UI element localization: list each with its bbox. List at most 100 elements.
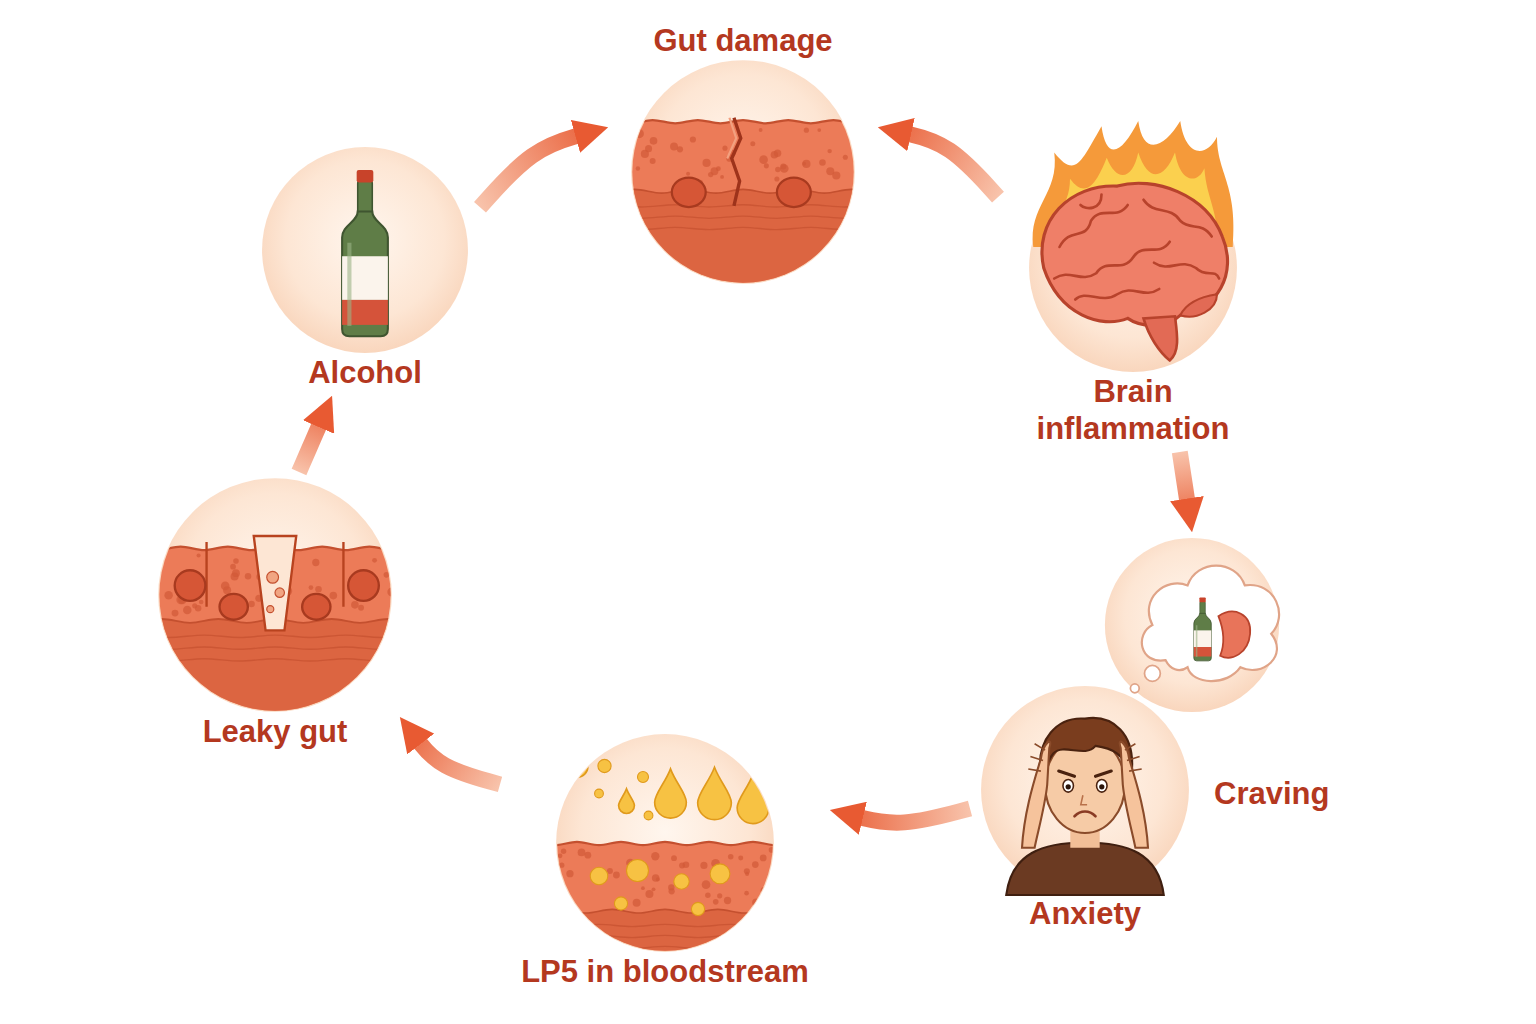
tissue-speckle — [671, 855, 677, 861]
illustrated-node: Brain inflammation — [1003, 163, 1263, 447]
tissue-speckle — [780, 163, 786, 169]
tissue-fiber — [533, 933, 797, 937]
illustrated-node: Gut damage — [613, 22, 873, 285]
droplet — [698, 767, 732, 819]
tissue-layer — [607, 117, 878, 308]
tissue-speckle — [315, 586, 322, 593]
illustration-art — [1130, 566, 1279, 693]
node-illustration — [1104, 537, 1280, 713]
tissue-speckle — [384, 572, 390, 578]
tissue-speckle — [199, 600, 204, 605]
tissue-speckle — [351, 601, 359, 609]
tissue-speckle — [745, 872, 749, 876]
tissue-speckle — [780, 164, 789, 173]
tissue-speckle — [231, 572, 239, 580]
tissue-speckle — [769, 847, 775, 853]
tissue-speckle — [197, 553, 201, 557]
lps-particle — [644, 811, 653, 820]
node-label: LP5 in bloodstream — [505, 953, 825, 990]
tissue-speckle — [724, 897, 731, 904]
leak-particle — [267, 606, 274, 613]
tissue-speckle — [713, 899, 719, 905]
cycle-arrow — [856, 809, 970, 823]
tissue-speckle — [651, 852, 659, 860]
tissue-hole — [348, 570, 379, 601]
tissue-speckle — [744, 891, 749, 896]
tissue-fiber — [533, 922, 797, 926]
thought-cloud — [1130, 566, 1279, 693]
leak-particle — [267, 571, 279, 583]
tissue-speckle — [183, 606, 192, 615]
tissue-speckle — [702, 159, 710, 167]
cycle-arrow — [480, 135, 582, 208]
node-circle — [262, 147, 468, 353]
tissue-speckle — [700, 862, 707, 869]
illustration-art — [607, 117, 878, 308]
tissue-speckle — [248, 601, 255, 608]
tissue-speckle — [774, 176, 779, 181]
lps-particle — [595, 789, 604, 798]
tissue-speckle — [553, 874, 560, 881]
tissue-speckle — [717, 893, 722, 898]
tissue-speckle — [761, 887, 768, 894]
node-illustration — [261, 146, 469, 354]
tissue-speckle — [556, 883, 563, 890]
tissue-band — [607, 189, 878, 307]
tissue-speckle — [329, 592, 337, 600]
tissue-speckle — [802, 162, 806, 166]
bottle-icon — [342, 170, 388, 336]
tissue-speckle — [641, 886, 645, 890]
cycle-arrow — [904, 133, 998, 197]
tissue-speckle — [708, 172, 713, 177]
tissue-speckle — [358, 605, 364, 611]
tissue-speckle — [720, 175, 724, 179]
lps-particle — [710, 864, 730, 884]
tissue-fiber — [607, 203, 878, 208]
tissue-speckle — [192, 603, 197, 608]
node-illustration — [1028, 163, 1238, 373]
lps-particle — [674, 874, 689, 889]
lps-particle — [614, 897, 627, 910]
tissue-speckle — [312, 559, 319, 566]
tissue-speckle — [309, 585, 314, 590]
lps-particle — [627, 860, 649, 882]
lps-particle — [598, 759, 611, 772]
tissue-speckle — [635, 129, 644, 138]
illustrated-node: Craving — [1104, 537, 1280, 713]
node-circle — [1105, 538, 1279, 712]
tissue-speckle — [233, 558, 239, 564]
tissue-speckle — [652, 887, 656, 891]
tissue-speckle — [804, 128, 809, 133]
illustration-art — [1006, 718, 1164, 895]
tissue-speckle — [652, 874, 660, 882]
tissue-speckle — [775, 167, 780, 172]
tissue-fiber — [133, 633, 416, 638]
tissue-speckle — [728, 854, 734, 860]
tissue-speckle — [221, 582, 230, 591]
illustrated-node: Leaky gut — [155, 477, 395, 750]
node-label: Alcohol — [255, 354, 475, 391]
tissue-speckle — [245, 573, 251, 579]
tissue-fiber — [533, 944, 797, 948]
illustration-art — [1033, 121, 1234, 360]
node-illustration — [980, 685, 1190, 895]
crack-edge — [727, 118, 736, 159]
lps-particle — [590, 867, 608, 885]
tissue-speckle — [848, 128, 856, 136]
tissue-speckle — [716, 166, 721, 171]
leak-particle — [275, 588, 284, 597]
tissue-speckle — [752, 898, 760, 906]
tissue-speckle — [578, 849, 586, 857]
anxious-person — [1006, 718, 1164, 895]
tissue-speckle — [764, 163, 769, 168]
node-label: Anxiety — [975, 895, 1195, 932]
tissue-speckle — [633, 899, 641, 907]
tissue-speckle — [819, 159, 826, 166]
tissue-speckle — [669, 888, 675, 894]
node-label: Gut damage — [613, 22, 873, 59]
tissue-speckle — [705, 893, 711, 899]
tissue-speckle — [760, 855, 767, 862]
tissue-speckle — [559, 862, 564, 867]
tissue-speckle — [750, 141, 755, 146]
tissue-fiber — [133, 645, 416, 650]
